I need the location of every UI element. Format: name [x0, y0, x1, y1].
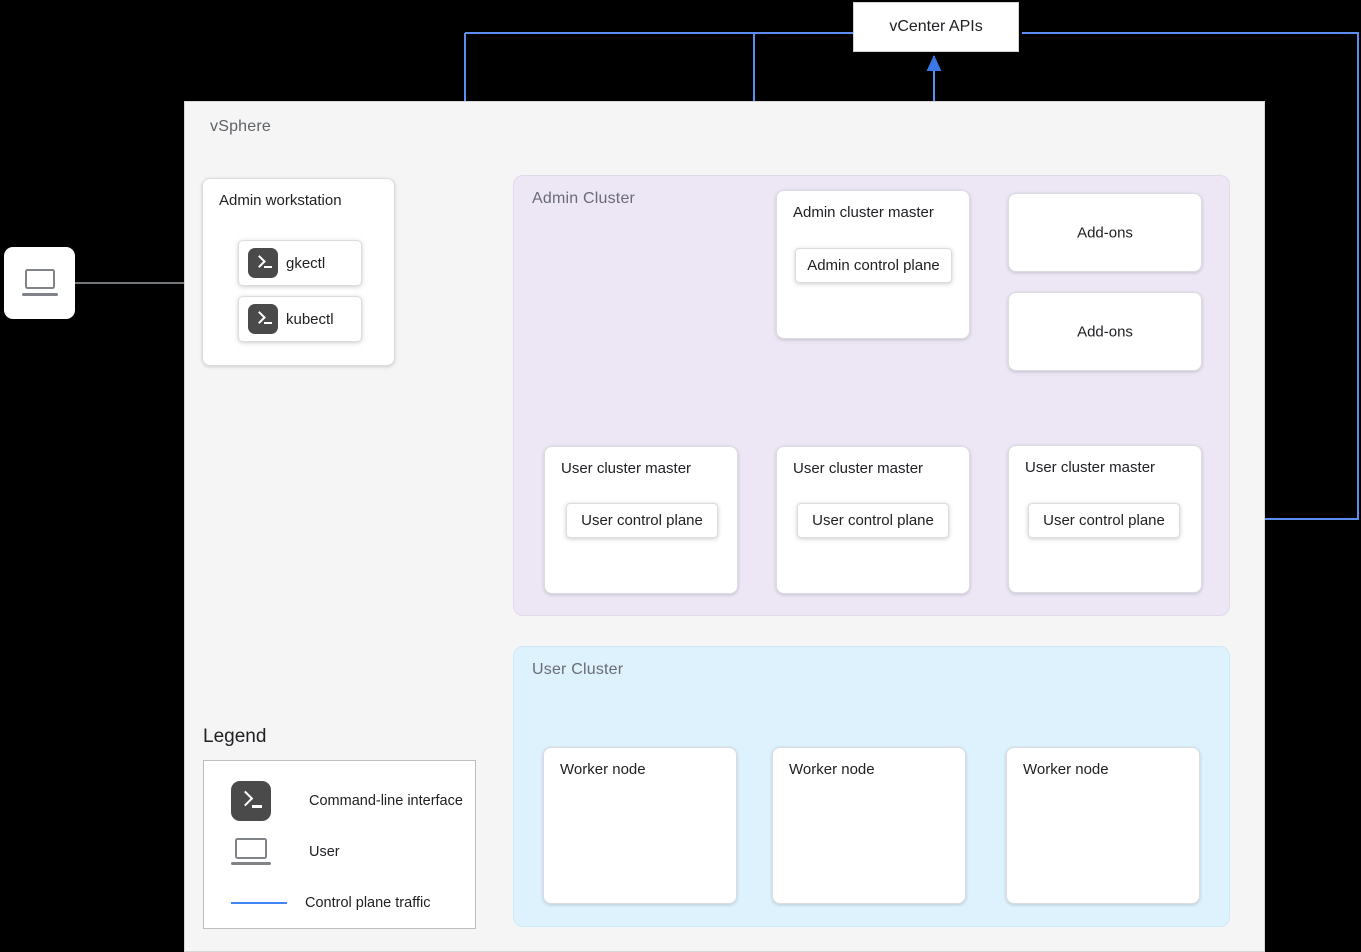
admin-control-plane-node[interactable]: Admin control plane: [795, 248, 952, 283]
user-control-plane-node-3[interactable]: User control plane: [1028, 503, 1180, 538]
legend-item-traffic: Control plane traffic: [213, 895, 430, 911]
user-cluster-master-title-1: User cluster master: [561, 460, 692, 477]
legend-box: Command-line interface User Control plan…: [203, 760, 476, 929]
addons-label-1: Add-ons: [1077, 224, 1133, 241]
legend-label-user: User: [309, 844, 340, 860]
laptop-icon: [21, 269, 58, 297]
worker-node-card-1[interactable]: Worker node: [543, 747, 737, 904]
vsphere-label: vSphere: [210, 118, 271, 135]
legend-title: Legend: [203, 726, 267, 747]
user-control-plane-node-1[interactable]: User control plane: [566, 503, 718, 538]
terminal-icon: [231, 781, 271, 821]
terminal-icon: [248, 304, 278, 334]
line-swatch-icon: [231, 902, 287, 904]
user-actor-node[interactable]: [4, 247, 75, 319]
legend-label-cli: Command-line interface: [309, 793, 463, 809]
vcenter-apis-node[interactable]: vCenter APIs: [853, 2, 1019, 52]
user-control-plane-node-2[interactable]: User control plane: [797, 503, 949, 538]
user-cluster-master-title-3: User cluster master: [1025, 459, 1156, 476]
addons-card-1[interactable]: Add-ons: [1008, 193, 1202, 272]
admin-cluster-master-title: Admin cluster master: [793, 204, 934, 221]
worker-node-card-3[interactable]: Worker node: [1006, 747, 1200, 904]
worker-node-title-3: Worker node: [1023, 761, 1109, 778]
worker-node-title-2: Worker node: [789, 761, 875, 778]
legend-item-user: User: [231, 837, 340, 867]
cli-gkectl-label: gkectl: [286, 254, 326, 272]
admin-cluster-label: Admin Cluster: [532, 190, 636, 207]
addons-label-2: Add-ons: [1077, 323, 1133, 340]
terminal-icon: [248, 248, 278, 278]
cli-kubectl-label: kubectl: [286, 310, 334, 328]
admin-workstation-title: Admin workstation: [219, 192, 342, 209]
user-cluster-label: User Cluster: [532, 661, 624, 678]
cli-chip-kubectl[interactable]: kubectl: [238, 296, 362, 342]
legend-item-cli: Command-line interface: [231, 781, 463, 821]
legend-label-traffic: Control plane traffic: [305, 895, 431, 911]
user-cluster-master-title-2: User cluster master: [793, 460, 924, 477]
worker-node-card-2[interactable]: Worker node: [772, 747, 966, 904]
addons-card-2[interactable]: Add-ons: [1008, 292, 1202, 371]
worker-node-title-1: Worker node: [560, 761, 646, 778]
cli-chip-gkectl[interactable]: gkectl: [238, 240, 362, 286]
laptop-icon: [231, 837, 271, 867]
